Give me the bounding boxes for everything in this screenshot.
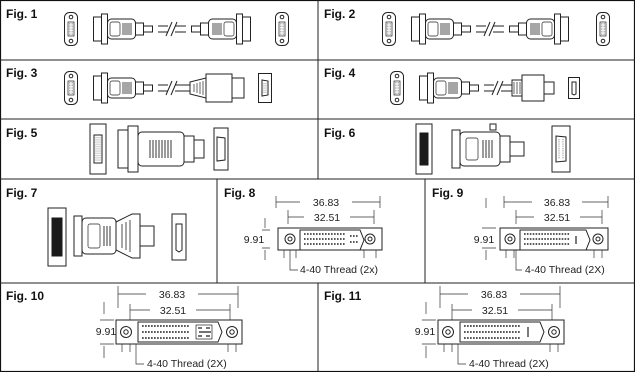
fig-11-thread-note: 4-40 Thread (2X) (469, 358, 549, 370)
fig-11-overall-dim: 36.83 (481, 289, 507, 301)
fig-9-overall-dim: 36.83 (544, 197, 570, 209)
fig-9-inner-dim: 32.51 (544, 212, 570, 224)
fig-5-dvi-vga-adapter-drawing (89, 123, 229, 175)
fig-8-overall-dim: 36.83 (313, 197, 339, 209)
fig-10-height-dim: 9.91 (96, 326, 117, 338)
fig-10-overall-dim: 36.83 (159, 289, 185, 301)
fig-4-label: Fig. 4 (324, 66, 356, 80)
fig-4-dvi-hdmi-cable-drawing (390, 71, 580, 105)
fig-5-label: Fig. 5 (6, 126, 38, 140)
fig-9-dvi-receptacle-drawing: 36.83 32.51 9.91 4-40 Thread (2X) (474, 196, 609, 276)
fig-7-label: Fig. 7 (6, 186, 38, 200)
fig-3-label: Fig. 3 (6, 66, 38, 80)
fig-11-dvi-receptacle-drawing: 36.83 32.51 9.91 4-40 Thread (2X) (415, 286, 565, 370)
fig-6-label: Fig. 6 (324, 126, 356, 140)
fig-10-label: Fig. 10 (6, 289, 44, 303)
fig-2-dvi-cable-drawing (382, 12, 610, 46)
fig-9-thread-note: 4-40 Thread (2X) (525, 264, 605, 276)
fig-8-thread-note: 4-40 Thread (2x) (300, 264, 378, 276)
fig-1-label: Fig. 1 (6, 7, 38, 21)
fig-10-thread-note: 4-40 Thread (2X) (147, 358, 227, 370)
fig-9-height-dim: 9.91 (474, 234, 495, 246)
fig-6-dvi-vga-adapter-drawing (415, 123, 571, 175)
fig-2-label: Fig. 2 (324, 7, 356, 21)
fig-1-dvi-cable-drawing (64, 12, 289, 46)
fig-8-height-dim: 9.91 (244, 234, 265, 246)
fig-7-dvi-hdmi-adapter-drawing (47, 207, 187, 267)
fig-11-inner-dim: 32.51 (482, 305, 508, 317)
fig-10-dvi-receptacle-drawing: 36.83 32.51 9.91 4-40 Thread (2X) (96, 286, 243, 370)
fig-11-height-dim: 9.91 (415, 326, 436, 338)
fig-8-dvi-receptacle-drawing: 36.83 32.51 9.91 4-40 Thread (2x) (244, 196, 383, 276)
fig-9-label: Fig. 9 (432, 186, 464, 200)
fig-3-dvi-vga-cable-drawing (64, 71, 272, 105)
fig-8-label: Fig. 8 (224, 186, 256, 200)
fig-10-inner-dim: 32.51 (160, 305, 186, 317)
fig-8-inner-dim: 32.51 (314, 212, 340, 224)
fig-11-label: Fig. 11 (324, 289, 362, 303)
